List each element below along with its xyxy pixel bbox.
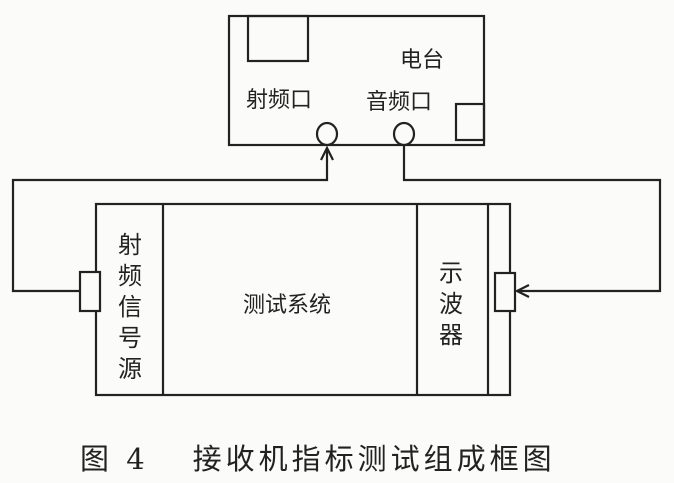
rf-arrow-icon bbox=[320, 145, 334, 161]
rf-port-circle bbox=[315, 121, 339, 147]
test-system-label: 测试系统 bbox=[243, 293, 332, 318]
radio-display bbox=[246, 14, 310, 63]
figure-caption: 图 4 接收机指标测试组成框图 bbox=[80, 436, 556, 478]
audio-arrow-icon bbox=[514, 284, 530, 298]
radio-label: 电台 bbox=[400, 48, 445, 73]
audio-port-circle bbox=[392, 121, 416, 147]
radio-box bbox=[227, 14, 486, 147]
rf-port-label: 射频口 bbox=[246, 88, 313, 113]
figure-title: 接收机指标测试组成框图 bbox=[192, 442, 556, 476]
figure-number: 图 4 bbox=[80, 442, 149, 476]
audio-cable bbox=[402, 145, 662, 293]
radio-small-panel bbox=[454, 102, 486, 142]
audio-port-label: 音频口 bbox=[366, 90, 433, 115]
oscilloscope-connector bbox=[493, 271, 517, 313]
oscilloscope-label: 示波器 bbox=[439, 259, 463, 349]
rf-source-label: 射频信号源 bbox=[118, 231, 142, 383]
rf-cable bbox=[11, 148, 329, 293]
rf-source-connector bbox=[78, 270, 102, 313]
